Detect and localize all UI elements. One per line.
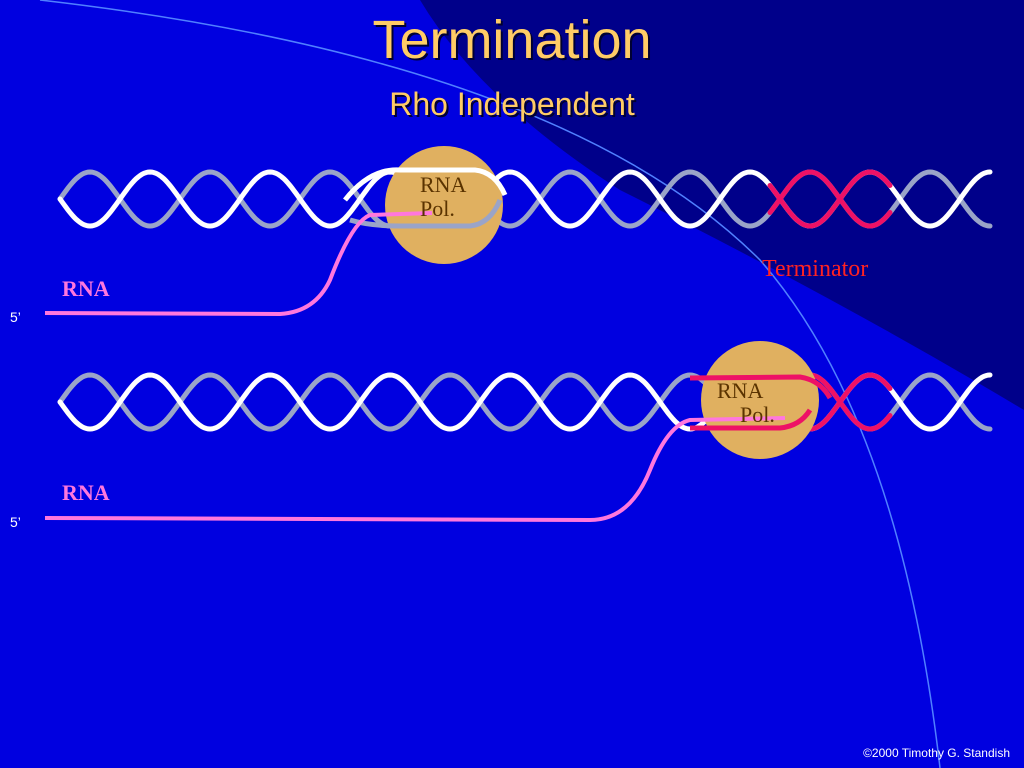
polymerase-label-line1-1: RNA bbox=[420, 172, 467, 197]
five-prime-label-1: 5’ bbox=[10, 309, 21, 325]
bubble-bottom-2 bbox=[690, 408, 813, 431]
polymerase-label-line2-1: Pol. bbox=[420, 196, 455, 221]
slide-subtitle: Rho Independent bbox=[389, 86, 635, 122]
rna-label-2: RNA bbox=[62, 480, 110, 505]
terminator-strand-a-1 bbox=[767, 169, 893, 229]
five-prime-label-2: 5’ bbox=[10, 514, 21, 530]
background-curve bbox=[39, 0, 941, 768]
rna-label-1: RNA bbox=[62, 276, 110, 301]
bubble-top-2 bbox=[689, 374, 833, 400]
bubble-top-1 bbox=[343, 167, 508, 202]
bubble-bottom-1 bbox=[349, 198, 503, 229]
slide-title: Termination bbox=[372, 10, 652, 70]
polymerase-label-line1-2: RNA bbox=[717, 378, 764, 403]
rna-transcript-1 bbox=[44, 211, 433, 317]
copyright-text: ©2000 Timothy G. Standish bbox=[863, 746, 1010, 760]
terminator-strand-b-1 bbox=[767, 169, 893, 229]
rna-transcript-2 bbox=[44, 416, 786, 523]
polymerase-label-line2-2: Pol. bbox=[740, 402, 775, 427]
terminator-label: Terminator bbox=[762, 256, 868, 282]
rna-polymerase-1 bbox=[385, 146, 503, 264]
